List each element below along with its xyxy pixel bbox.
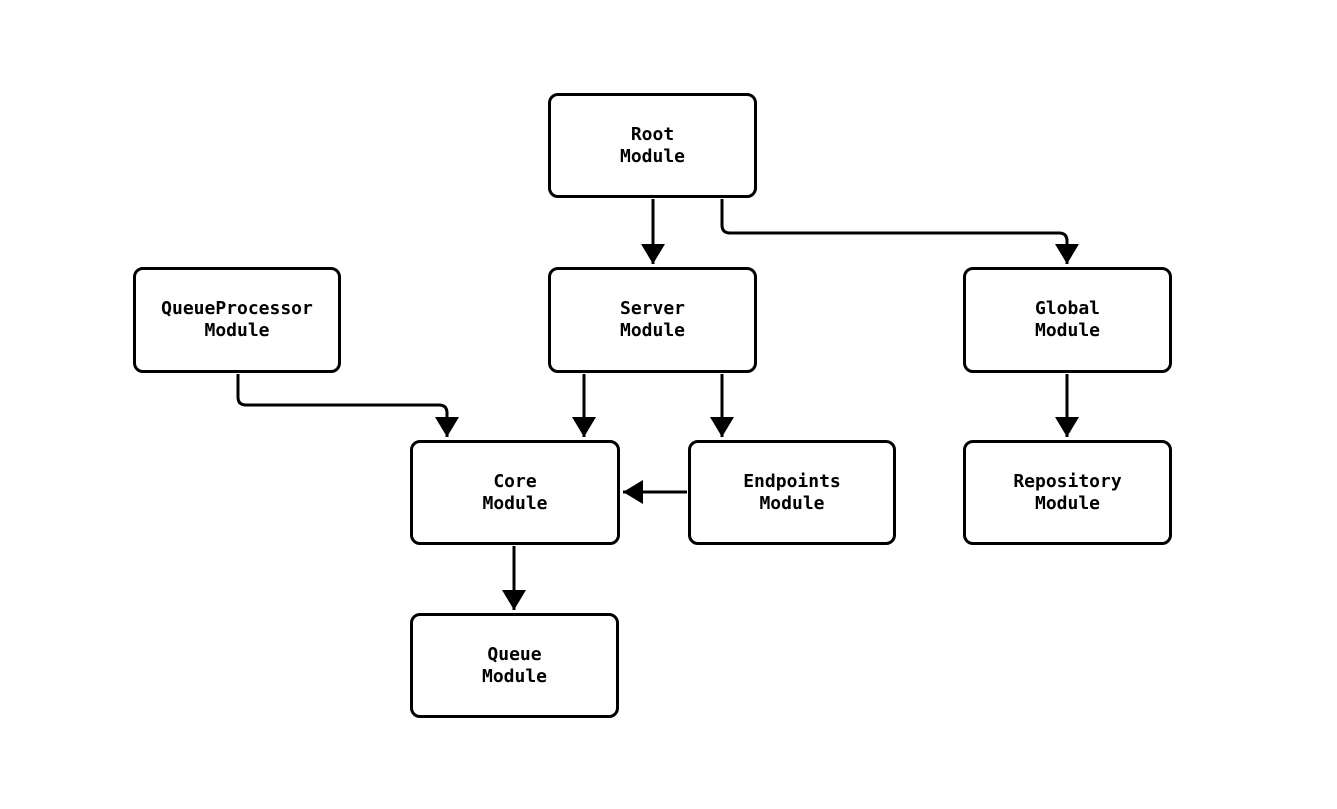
node-label: Queue Module — [481, 643, 548, 687]
node-core-module: Core Module — [410, 440, 620, 545]
node-queue-module: Queue Module — [410, 613, 619, 718]
node-label: Endpoints Module — [743, 470, 841, 514]
node-label: Global Module — [1034, 298, 1101, 341]
node-label: QueueProcessor Module — [161, 298, 313, 341]
node-repository-module: Repository Module — [963, 440, 1172, 545]
node-label: Repository Module — [1013, 470, 1122, 514]
edge-queueprocessor-to-core — [236, 374, 459, 437]
node-endpoints-module: Endpoints Module — [688, 440, 896, 545]
node-server-module: Server Module — [548, 267, 757, 373]
node-label: Server Module — [619, 298, 686, 341]
node-label: Core Module — [482, 470, 548, 514]
node-root-module: Root Module — [548, 93, 757, 198]
node-global-module: Global Module — [963, 267, 1172, 373]
node-queueprocessor-module: QueueProcessor Module — [133, 267, 341, 373]
node-label: Root Module — [619, 123, 686, 167]
edge-root-to-global — [720, 199, 1079, 264]
